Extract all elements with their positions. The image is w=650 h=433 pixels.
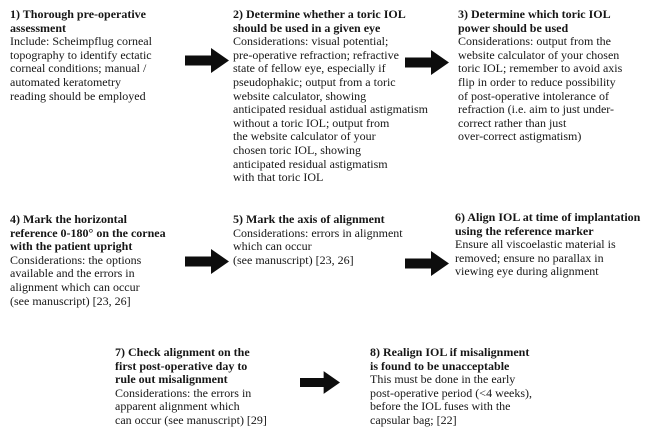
arrow-step4-to-step5-icon [185,249,229,274]
arrow-step7-to-step8-icon [300,371,340,394]
step-1: 1) Thorough pre-operative assessment Inc… [10,7,188,103]
step-5-body: Considerations: errors in alignment whic… [233,225,403,267]
step-5-title: 5) Mark the axis of alignment [233,212,385,226]
right-block-arrow-icon [185,249,229,274]
right-block-arrow-icon [405,251,449,276]
step-7-title: 7) Check alignment on the first post-ope… [115,345,250,387]
step-3-title: 3) Determine which toric IOL power shoul… [458,7,611,35]
right-block-arrow-icon [405,50,449,75]
step-2-body: Considerations: visual potential; pre-op… [233,34,428,185]
step-1-title: 1) Thorough pre-operative assessment [10,7,147,35]
step-3-body: Considerations: output from the website … [458,34,623,144]
arrow-step1-to-step2-icon [185,48,229,73]
step-4-title: 4) Mark the horizontal reference 0-180° … [10,212,166,254]
step-2: 2) Determine whether a toric IOL should … [233,7,445,185]
right-block-arrow-icon [300,371,340,394]
step-8-body: This must be done in the early post-oper… [370,372,533,427]
arrow-step2-to-step3-icon [405,50,449,75]
right-block-arrow-icon [185,48,229,73]
step-5: 5) Mark the axis of alignment Considerat… [233,212,445,267]
step-3: 3) Determine which toric IOL power shoul… [458,7,650,144]
arrow-step5-to-step6-icon [405,251,449,276]
step-6-title: 6) Align IOL at time of implantation usi… [455,210,641,238]
step-8: 8) Realign IOL if misalignment is found … [370,345,612,428]
step-7: 7) Check alignment on the first post-ope… [115,345,307,428]
step-6-body: Ensure all viscoelastic material is remo… [455,237,616,279]
step-7-body: Considerations: the errors in apparent a… [115,385,267,427]
step-1-body: Include: Scheimpflug corneal topography … [10,34,152,103]
step-4: 4) Mark the horizontal reference 0-180° … [10,212,192,308]
step-8-title: 8) Realign IOL if misalignment is found … [370,345,530,373]
step-6: 6) Align IOL at time of implantation usi… [455,210,650,279]
step-4-body: Considerations: the options available an… [10,252,142,308]
step-2-title: 2) Determine whether a toric IOL should … [233,7,406,35]
